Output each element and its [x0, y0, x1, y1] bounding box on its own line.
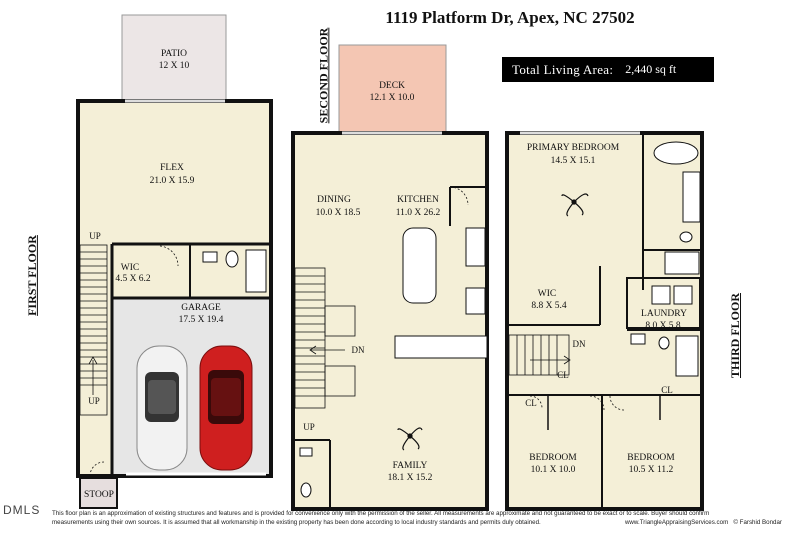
primary-bedroom-dims: 14.5 X 15.1 — [551, 156, 596, 166]
patio-area — [121, 14, 227, 102]
family-dims: 18.1 X 15.2 — [388, 473, 433, 483]
kitchen-island — [402, 227, 437, 304]
dining-label: DINING — [317, 195, 351, 205]
garage-dims: 17.5 X 19.4 — [179, 315, 224, 325]
first-floor-stairs — [79, 244, 108, 416]
second-floor-plan — [291, 44, 489, 511]
white-car-icon — [136, 345, 188, 471]
stoop-label: STOOP — [84, 490, 114, 500]
first-floor-plan — [76, 14, 273, 509]
third-floor-dn: DN — [573, 339, 586, 349]
bedroom-right-dims: 10.5 X 11.2 — [629, 465, 674, 475]
wic-first-label: WIC — [121, 263, 139, 273]
disclaimer-line-2: measurements using their own sources. It… — [52, 519, 782, 528]
bathtub-icon — [653, 141, 699, 165]
kitchen-label: KITCHEN — [397, 195, 439, 205]
closet-label-bedroom-right: CL — [661, 385, 673, 395]
wic-third-label: WIC — [538, 289, 556, 299]
total-living-area-value: 2,440 sq ft — [625, 62, 677, 76]
primary-bedroom-label: PRIMARY BEDROOM — [527, 143, 620, 153]
disclaimer-line-2-text: measurements using their own sources. It… — [52, 518, 541, 526]
second-floor-up: UP — [303, 422, 315, 432]
address-title: 1119 Platform Dr, Apex, NC 27502 — [385, 8, 635, 27]
family-label: FAMILY — [393, 461, 428, 471]
wic-third-dims: 8.8 X 5.4 — [531, 301, 567, 311]
ceiling-fan-icon — [561, 193, 589, 217]
watermark-text: DMLS — [3, 503, 41, 517]
laundry-label: LAUNDRY — [641, 309, 687, 319]
patio-label: PATIO — [161, 49, 187, 59]
closet-label-stair: CL — [557, 370, 569, 380]
disclaimer-footer: This floor plan is an approximation of e… — [52, 510, 782, 527]
deck-area — [338, 44, 447, 134]
ceiling-fan-icon — [397, 427, 423, 451]
third-floor-stairs — [508, 334, 571, 376]
first-floor-bath-fixture — [245, 249, 267, 293]
first-floor-up-bottom: UP — [88, 396, 100, 406]
bedroom-right-label: BEDROOM — [627, 453, 675, 463]
laundry-dims: 8.0 X 5.8 — [645, 321, 681, 331]
wic-first-dims: 4.5 X 6.2 — [115, 274, 151, 284]
red-car-icon — [199, 345, 253, 471]
deck-dims: 12.1 X 10.0 — [370, 93, 415, 103]
deck-label: DECK — [379, 81, 405, 91]
flex-label: FLEX — [160, 163, 184, 173]
third-floor-footprint — [505, 131, 704, 511]
bedroom-left-label: BEDROOM — [529, 453, 577, 463]
dining-dims: 10.0 X 18.5 — [316, 208, 361, 218]
second-floor-stairs — [294, 267, 356, 409]
bedroom-left-dims: 10.1 X 10.0 — [531, 465, 576, 475]
closet-label-bedroom-left: CL — [525, 398, 537, 408]
flex-dims: 21.0 X 15.9 — [150, 176, 195, 186]
second-floor-dn: DN — [352, 345, 365, 355]
total-living-area-badge: Total Living Area: 2,440 sq ft — [502, 57, 714, 82]
website-link[interactable]: www.TriangleAppraisingServices.com — [624, 518, 729, 526]
disclaimer-line-1: This floor plan is an approximation of e… — [52, 510, 710, 517]
patio-dims: 12 X 10 — [159, 61, 190, 71]
kitchen-dims: 11.0 X 26.2 — [396, 208, 441, 218]
third-floor-plan — [505, 131, 704, 511]
stoop-area — [79, 477, 118, 509]
total-living-area-label: Total Living Area: — [512, 61, 614, 77]
first-floor-up-top: UP — [89, 231, 101, 241]
second-floor-footprint — [291, 131, 489, 511]
garage-label: GARAGE — [181, 303, 221, 313]
credit-text: © Farshid Bondar — [733, 518, 782, 526]
